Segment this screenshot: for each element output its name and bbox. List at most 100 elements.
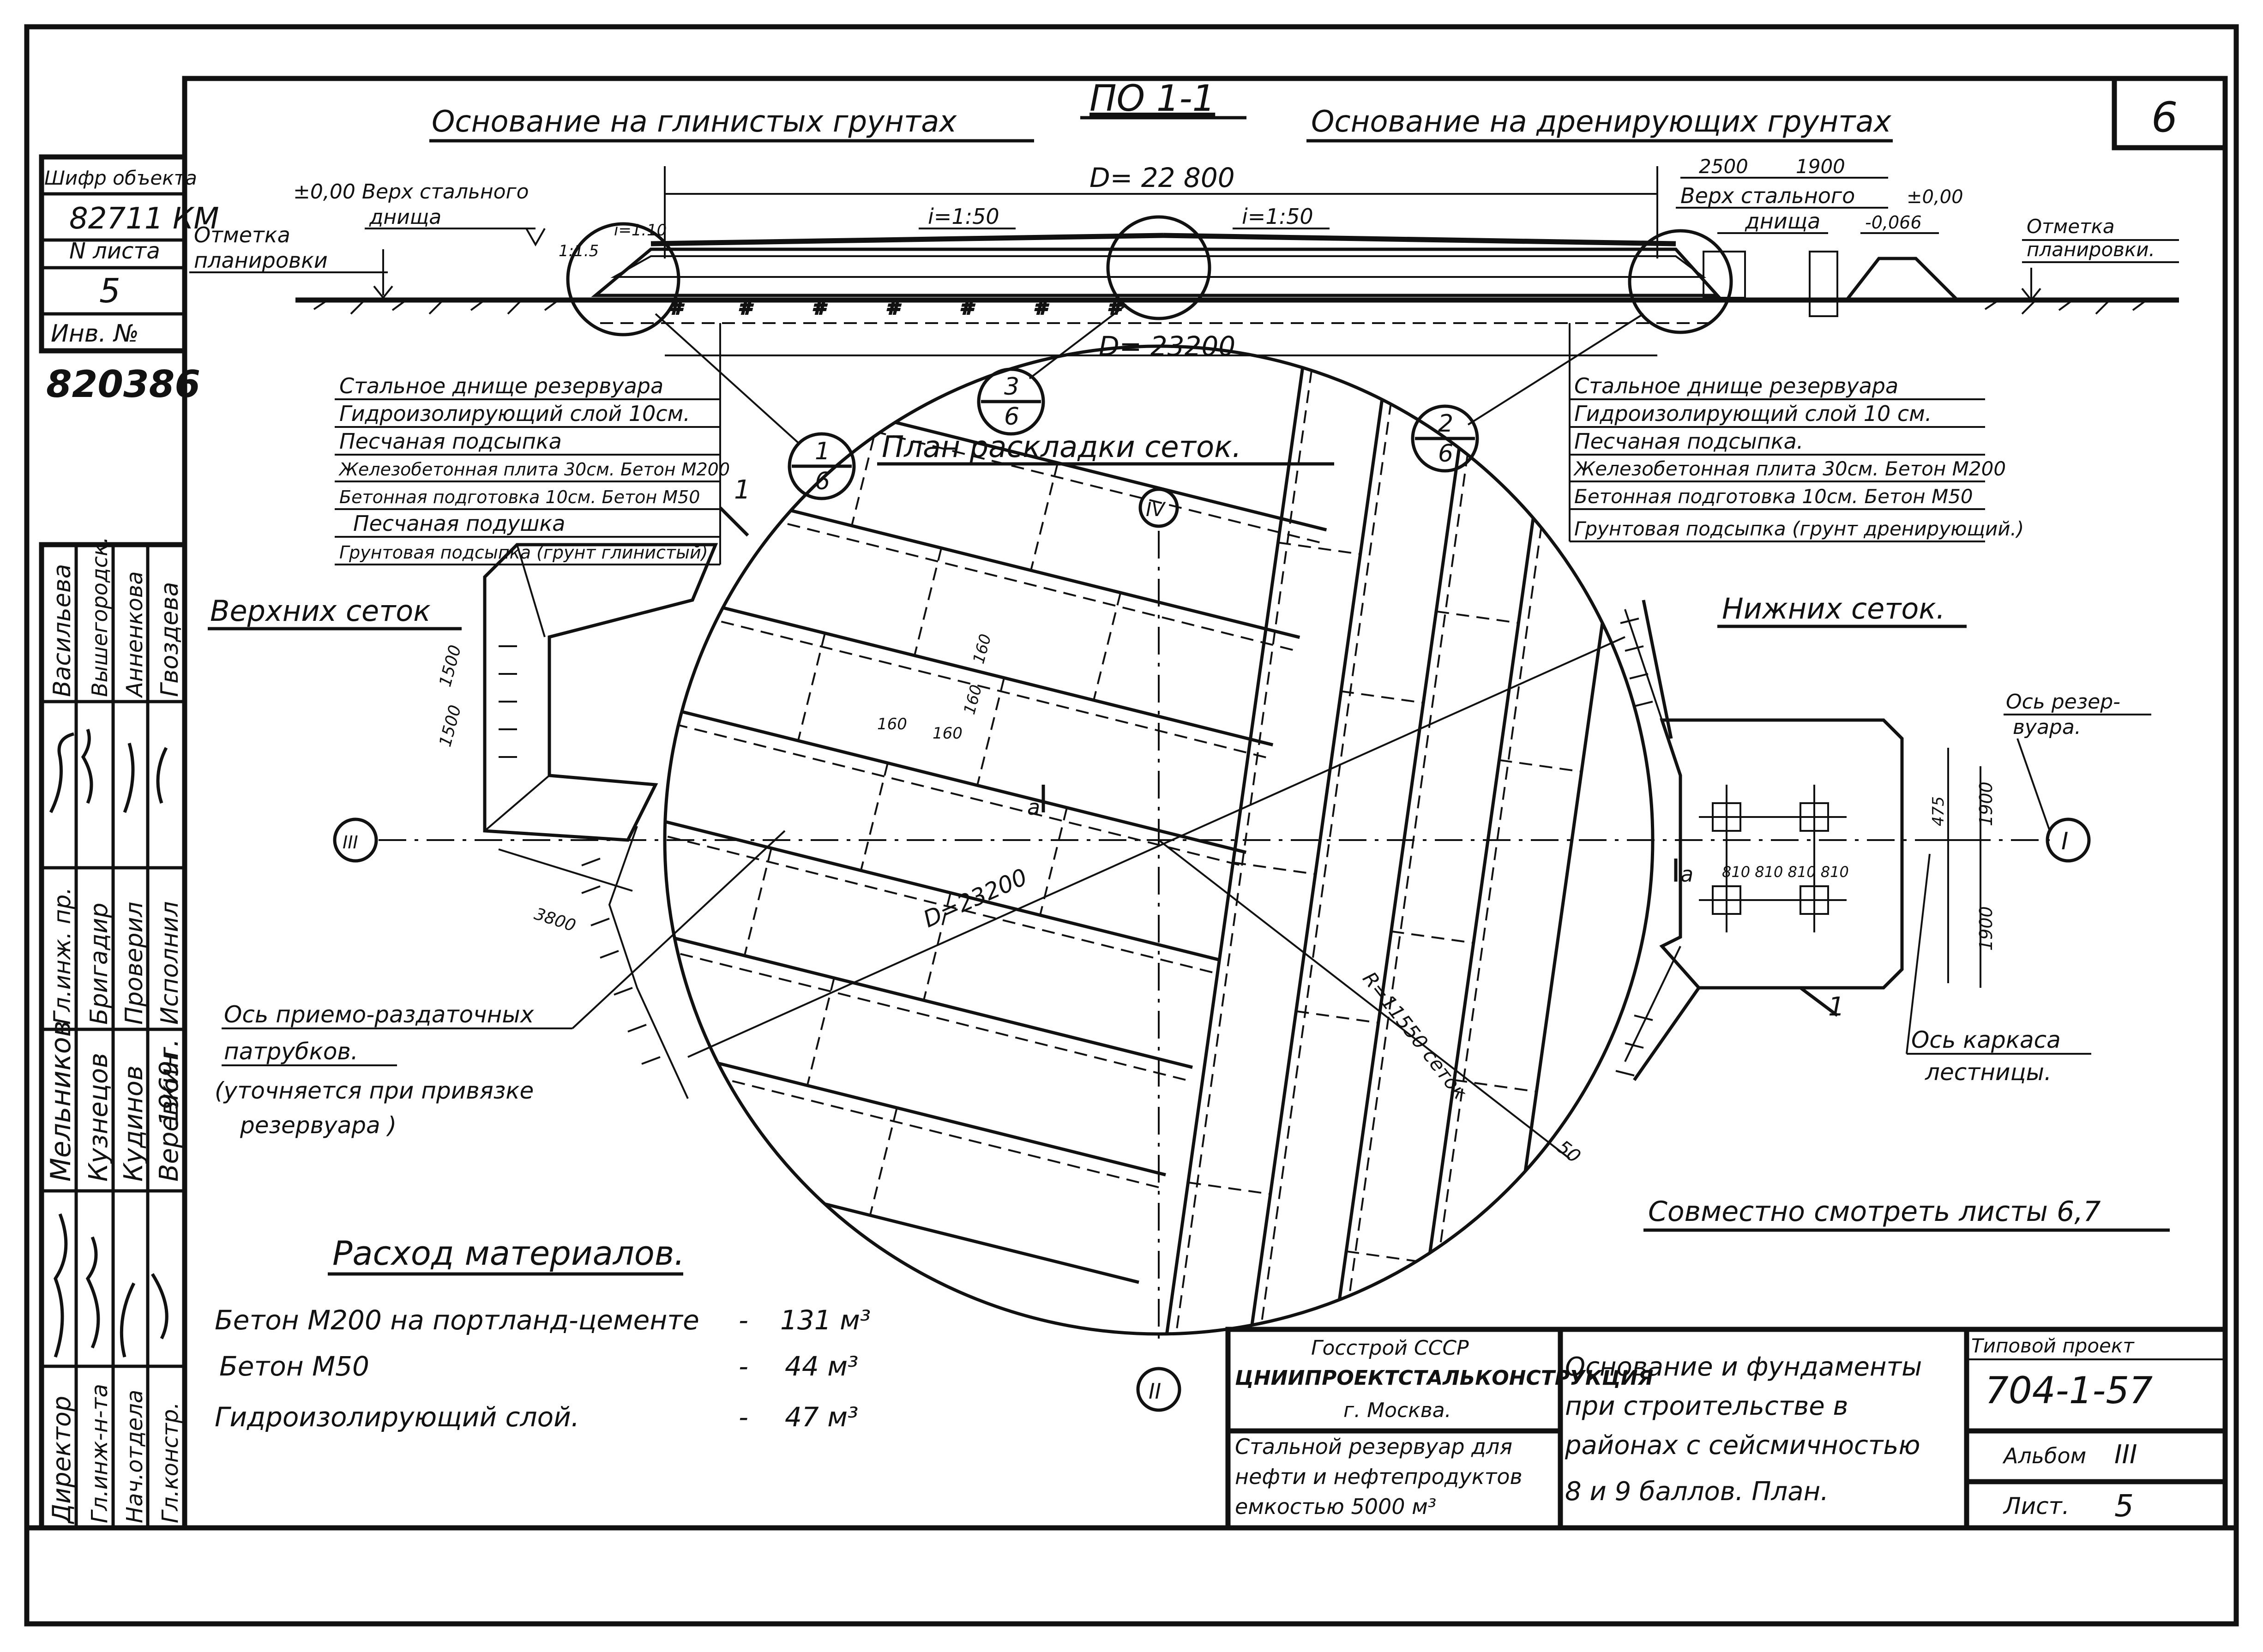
svg-text:6: 6 <box>1438 440 1453 468</box>
callout-2-6: 2 6 <box>1411 313 1644 473</box>
name-line-2: при строительстве в <box>1565 1391 1848 1421</box>
sheet-label: Лист. <box>2003 1493 2070 1520</box>
name-line-1: Основание и фундаменты <box>1565 1352 1922 1382</box>
materials-table: Расход материалов. Бетон М200 на портлан… <box>215 1234 871 1433</box>
axis-i-marker <box>2046 817 2091 863</box>
dim-160d: 160 <box>969 632 995 666</box>
dim-3800: 3800 <box>532 905 578 936</box>
right-level-minus: -0,066 <box>1865 212 1922 233</box>
type-value: 704-1-57 <box>1985 1369 2153 1412</box>
name2-3: Анненкова <box>122 571 148 698</box>
corner-sheet-number: 6 <box>2151 93 2178 142</box>
layer-left-5: Бетонная подготовка 10см. Бетон М50 <box>339 487 700 507</box>
layer-left-6: Песчаная подушка <box>353 511 565 536</box>
section-mark-left: 1 <box>734 475 751 505</box>
signature-scribble-1 <box>49 728 168 813</box>
left-mark-2: планировки <box>194 248 328 273</box>
left-mark-1: Отметка <box>194 222 290 247</box>
layers-right-legend: Стальное днище резервуара Гидроизолирующ… <box>1569 323 2024 542</box>
dim-d-top: D= 22 800 <box>1089 162 1235 193</box>
upper-meshes-label: Верхних сеток <box>210 594 431 628</box>
section-1-1: ПО 1-1 Основание на глинистых грунтах Ос… <box>189 78 2179 362</box>
role2-2: Бригадир <box>85 903 113 1025</box>
right-level-2: днища <box>1745 209 1820 234</box>
axis-ii-marker <box>1136 1367 1181 1412</box>
detail-circle-3 <box>1106 215 1211 320</box>
role-4: Гл.констр. <box>157 1402 183 1524</box>
layer-right-4: Железобетонная плита 30см. Бетон М200 <box>1573 457 2006 480</box>
inv-label: Инв. № <box>51 320 139 348</box>
layers-left-legend: Стальное днище резервуара Гидроизолирующ… <box>335 323 730 565</box>
right-dim-2: 1900 <box>1796 155 1845 178</box>
svg-text:#: # <box>813 297 828 318</box>
svg-text:#: # <box>886 297 902 318</box>
axis-iii-marker <box>333 817 378 863</box>
role-3: Нач.отдела <box>122 1390 148 1523</box>
svg-text:6: 6 <box>1004 403 1019 431</box>
role-2: Гл.инж-н-та <box>87 1384 113 1523</box>
axis-ii: II <box>1149 1379 1161 1404</box>
axis-nozzles-1: Ось приемо-раздаточных <box>224 1001 534 1028</box>
role2-1: Гл.инж. пр. <box>49 887 76 1025</box>
role-1: Директор <box>47 1396 76 1524</box>
layer-right-5: Бетонная подготовка 10см. Бетон М50 <box>1574 485 1973 508</box>
axis-stairs-1: Ось каркаса <box>1911 1027 2061 1053</box>
axis-stairs-2: лестницы. <box>1925 1059 2052 1086</box>
left-level-2: днища <box>369 205 441 229</box>
foundation-body <box>591 247 1721 297</box>
dim-1500b: 1500 <box>436 703 465 749</box>
material-2-name: Бетон М50 <box>219 1351 369 1382</box>
layer-right-2: Гидроизолирующий слой 10 см. <box>1574 401 1932 426</box>
role2-4: Исполнил <box>156 901 184 1025</box>
see-also: Совместно смотреть листы 6,7 <box>1648 1195 2101 1228</box>
name-line-3: районах с сейсмичностью <box>1565 1430 1920 1460</box>
sheet-value: 5 <box>2114 1488 2134 1524</box>
type-label: Типовой проект <box>1971 1334 2135 1357</box>
layer-left-3: Песчаная подсыпка <box>339 429 562 454</box>
svg-text:1: 1 <box>815 438 830 465</box>
name-3: Кудинов <box>119 1065 149 1182</box>
slope-edge-b: i=1:10 <box>614 221 667 240</box>
axis-tank-1: Ось резер- <box>2006 690 2120 714</box>
material-1-name: Бетон М200 на портланд-цементе <box>215 1304 699 1336</box>
right-mark-2: планировки. <box>2027 238 2155 261</box>
layer-right-6: Грунтовая подсыпка (грунт дренирующий.) <box>1574 517 2024 540</box>
dim-160c: 160 <box>960 683 986 716</box>
stair-pit-right: 810 810 810 810 а 475 1900 1900 1 <box>1615 600 1996 1081</box>
name2-2: Вышегородск. <box>87 537 112 697</box>
layer-left-1: Стальное днище резервуара <box>339 373 663 398</box>
name-line-4: 8 и 9 баллов. План. <box>1565 1477 1829 1507</box>
cipher-label: Шифр объекта <box>44 167 197 189</box>
signature-scribble-2 <box>54 1213 169 1358</box>
slope-right: i=1:50 <box>1242 204 1313 229</box>
layer-left-4: Железобетонная плита 30см. Бетон М200 <box>338 459 730 480</box>
corner-box <box>2112 76 2228 150</box>
org-1: Госстрой СССР <box>1311 1336 1469 1360</box>
material-2-dash: - <box>739 1351 748 1382</box>
mark-a-left: а <box>1027 795 1040 820</box>
detail-circle-1 <box>566 222 680 336</box>
material-3-value: 47 м³ <box>785 1401 858 1433</box>
org-2: ЦНИИПРОЕКТСТАЛЬКОНСТРУКЦИЯ <box>1235 1366 1653 1390</box>
svg-text:#: # <box>1034 297 1050 318</box>
axis-iii: III <box>343 832 358 853</box>
name-2: Кузнецов <box>84 1053 114 1182</box>
inv-value: 820386 <box>46 363 200 406</box>
layer-left-2: Гидроизолирующий слой 10см. <box>339 401 690 426</box>
layer-right-3: Песчаная подсыпка. <box>1574 429 1803 454</box>
object-2: нефти и нефтепродуктов <box>1235 1464 1523 1489</box>
axis-nozzles-4: резервуара ) <box>240 1112 397 1139</box>
svg-text:#: # <box>669 297 685 318</box>
mark-a-right: а <box>1680 862 1693 887</box>
axis-tank-2: вуара. <box>2013 715 2081 739</box>
right-level-1: Верх стального <box>1680 183 1855 208</box>
materials-title: Расход материалов. <box>332 1234 685 1273</box>
material-3-name: Гидроизолирующий слой. <box>215 1401 579 1433</box>
sheet-no-label: N листа <box>69 238 160 264</box>
axis-i: I <box>2061 828 2068 855</box>
right-dim-1: 2500 <box>1699 155 1748 178</box>
dims-810: 810 810 810 810 <box>1722 863 1849 881</box>
dim-1900a: 1900 <box>1976 781 1996 826</box>
sheet-no-value: 5 <box>99 271 120 310</box>
